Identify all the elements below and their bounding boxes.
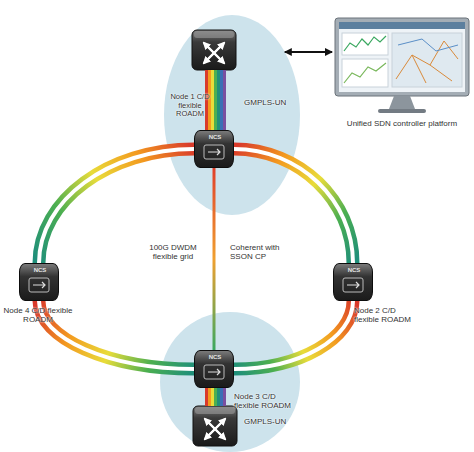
fiber-link <box>214 168 215 350</box>
node-text: Node 4 C/D flexible ROADM <box>1 306 75 324</box>
node-text: Node 2 C/D flexible ROADM <box>354 306 414 324</box>
network-label: GMPLS-UN <box>244 98 304 107</box>
ncs-device: NCSNode 4 C/D flexible ROADM <box>19 263 59 301</box>
node-text: NCS <box>334 267 374 274</box>
control-arrow <box>285 52 332 53</box>
fiber-link <box>39 149 194 263</box>
ncs-device: NCSNode 2 C/D flexible ROADM <box>333 263 373 301</box>
node-text: NCS <box>20 267 60 274</box>
monitor-icon <box>332 15 472 115</box>
network-label: GMPLS-UN <box>244 417 304 426</box>
node-text: Node 1 C/D flexible ROADM <box>165 93 215 119</box>
node-text: Node 3 C/D flexible ROADM <box>234 392 296 410</box>
node-text: Unified SDN controller platform <box>332 119 472 128</box>
edge-label: Coherent with SSON CP <box>230 243 290 261</box>
controller-monitor: Unified SDN controller platform <box>332 15 472 115</box>
node-text: NCS <box>195 354 235 361</box>
node-text: NCS <box>195 134 235 141</box>
ncs-device: NCS <box>194 350 234 388</box>
ncs-device: NCS <box>194 130 234 168</box>
fiber-link <box>234 301 353 369</box>
network-label: 100G DWDM flexible grid <box>144 243 202 261</box>
node-region: Node 3 C/D flexible ROADM NCS <box>160 312 300 452</box>
fiber-link <box>39 301 194 369</box>
node-region: Node 1 C/D flexible ROADM NCS <box>164 15 300 215</box>
